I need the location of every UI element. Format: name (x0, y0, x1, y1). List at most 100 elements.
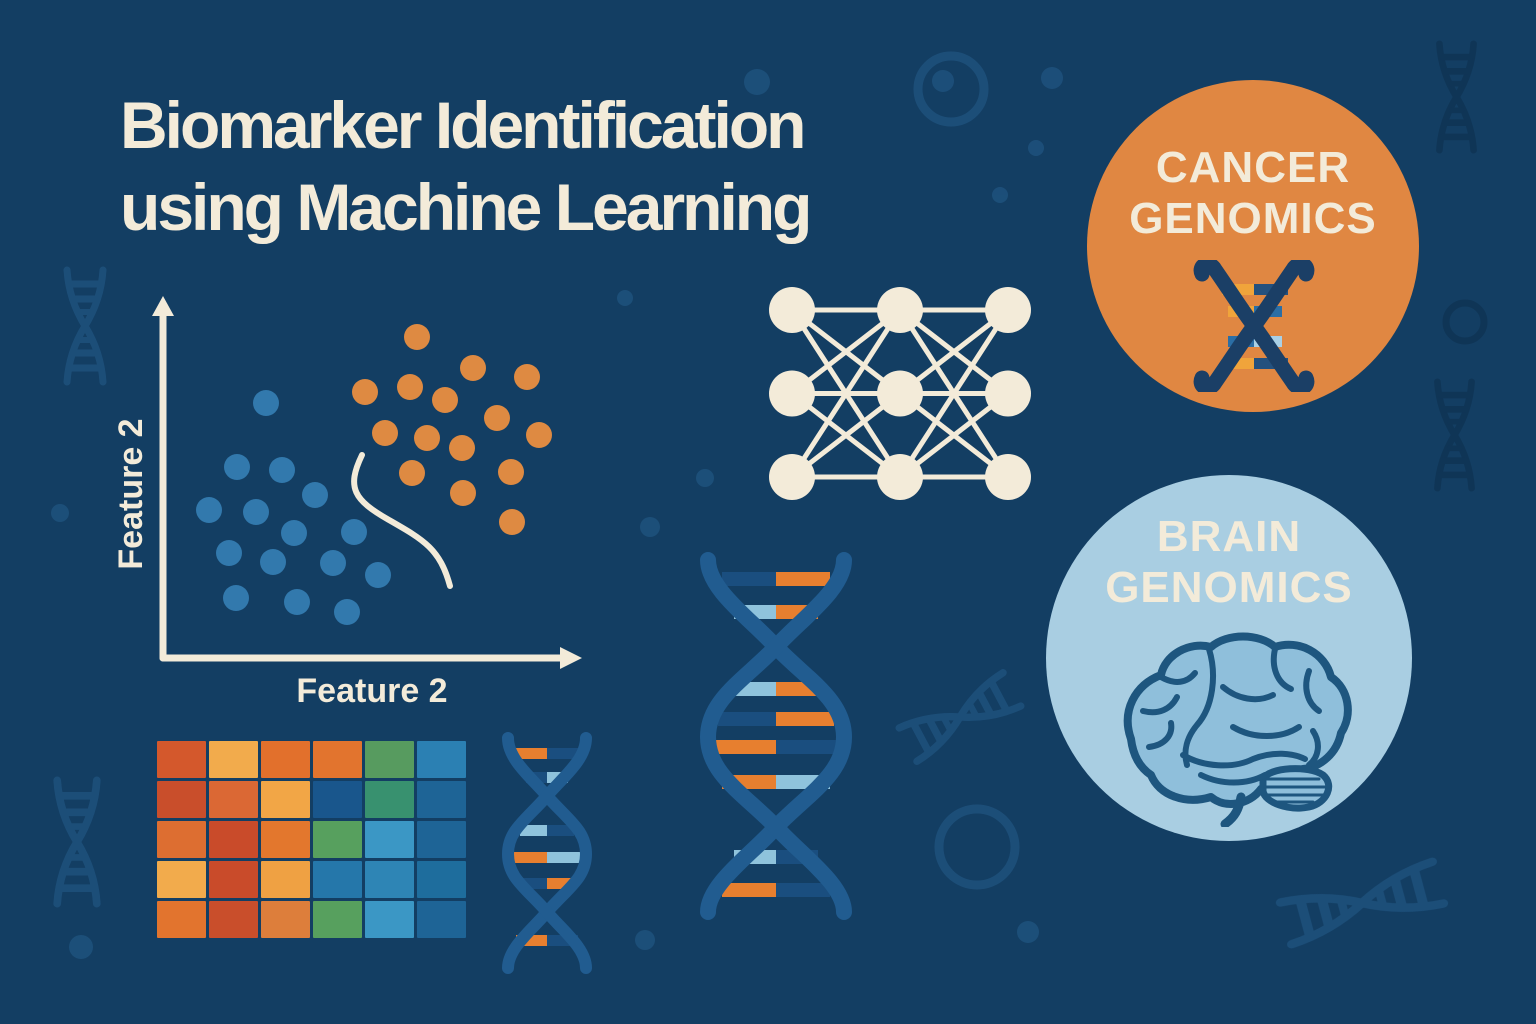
badge-cancer-line1: CANCER (1155, 143, 1351, 192)
nn-connection (897, 308, 1011, 479)
orange-cluster-point (432, 387, 458, 413)
page-title: Biomarker Identification using Machine L… (120, 84, 812, 248)
heatmap-cell (417, 741, 466, 778)
dna-rungs (510, 748, 584, 946)
nn-node (985, 454, 1031, 500)
title-line-2: using Machine Learning (120, 170, 812, 244)
blue-cluster-point (243, 499, 269, 525)
x-axis-label: Feature 2 (296, 672, 448, 710)
orange-cluster-point (399, 460, 425, 486)
heatmap-cell (313, 821, 362, 858)
heatmap-cell (209, 781, 258, 818)
scatter-plot: Feature 2 Feature 2 (100, 292, 590, 712)
nn-node (769, 454, 815, 500)
blue-cluster-point (253, 390, 279, 416)
dna-strands (1193, 260, 1315, 392)
heatmap-cell (313, 861, 362, 898)
heatmap-cell (209, 821, 258, 858)
nn-node (877, 287, 923, 333)
heatmap-cell (313, 741, 362, 778)
heatmap-cell (157, 861, 206, 898)
nn-node (769, 287, 815, 333)
orange-cluster-point (484, 405, 510, 431)
scatter-plot-svg (152, 296, 582, 669)
title-line-1: Biomarker Identification (120, 88, 807, 162)
neural-network-diagram (769, 287, 1031, 500)
heatmap-cell (417, 781, 466, 818)
heatmap-cell (209, 741, 258, 778)
blue-cluster-point (216, 540, 242, 566)
heatmap-cell (157, 741, 206, 778)
heatmap-cell (157, 901, 206, 938)
orange-cluster-point (498, 459, 524, 485)
blue-cluster-point (224, 454, 250, 480)
heatmap-cell (261, 821, 310, 858)
orange-cluster-point (404, 324, 430, 350)
blue-cluster-point (281, 520, 307, 546)
brain-icon (1123, 632, 1352, 827)
nn-connection (789, 308, 903, 479)
dna-icon (1193, 260, 1315, 392)
heatmap-cell (417, 821, 466, 858)
orange-cluster-point (499, 509, 525, 535)
cerebellum-lines (1263, 777, 1327, 804)
badge-cancer-line2: GENOMICS (1129, 194, 1377, 243)
heatmap-cell (365, 821, 414, 858)
deco-dna-dark (1437, 44, 1488, 488)
heatmap-cell (157, 821, 206, 858)
heatmap-cell (365, 741, 414, 778)
heatmap-cell (313, 781, 362, 818)
heatmap-cell (209, 901, 258, 938)
heatmap-cell (261, 861, 310, 898)
blue-cluster-point (223, 585, 249, 611)
heatmap-cell (417, 901, 466, 938)
badge-brain-text: BRAIN GENOMICS (1046, 511, 1412, 613)
nn-node (877, 370, 923, 417)
blue-cluster-point (341, 519, 367, 545)
badge-brain-genomics: BRAIN GENOMICS (1046, 475, 1412, 841)
blue-cluster-point (260, 549, 286, 575)
decision-boundary-curve (351, 452, 453, 589)
orange-cluster-point (352, 379, 378, 405)
nn-node (877, 454, 923, 500)
deco-dots (51, 67, 1063, 959)
orange-cluster-point (460, 355, 486, 381)
blue-cluster-point (196, 497, 222, 523)
dna-strands (501, 732, 593, 974)
blue-cluster-point (284, 589, 310, 615)
blue-cluster-point (365, 562, 391, 588)
dna-helix-small (501, 732, 593, 974)
blue-cluster-point (302, 482, 328, 508)
orange-cluster-point (450, 480, 476, 506)
dna-rungs (712, 572, 840, 897)
heatmap-cell (261, 741, 310, 778)
scatter-axes (159, 310, 566, 662)
badge-brain-line2: GENOMICS (1105, 563, 1353, 612)
y-axis-label: Feature 2 (112, 418, 150, 570)
heatmap-cell (313, 901, 362, 938)
nn-node (985, 287, 1031, 333)
orange-cluster-point (449, 435, 475, 461)
heatmap (157, 741, 466, 938)
blue-cluster-point (334, 599, 360, 625)
brain-stem (1220, 792, 1246, 827)
dna-strands (699, 552, 853, 920)
heatmap-cell (365, 901, 414, 938)
brain-folds (1140, 646, 1322, 786)
axis-arrowheads (152, 296, 582, 669)
heatmap-cell (261, 901, 310, 938)
dna-helix-large (699, 552, 853, 920)
deco-dna-light (57, 51, 1443, 944)
badge-cancer-text: CANCER GENOMICS (1087, 142, 1419, 244)
badge-cancer-genomics: CANCER GENOMICS (1087, 80, 1419, 412)
heatmap-cell (365, 861, 414, 898)
orange-cluster-point (526, 422, 552, 448)
heatmap-cell (417, 861, 466, 898)
heatmap-cell (365, 781, 414, 818)
badge-brain-line1: BRAIN (1156, 512, 1302, 561)
nn-node (985, 370, 1031, 417)
heatmap-cell (157, 781, 206, 818)
nn-node (769, 370, 815, 417)
blue-cluster-point (269, 457, 295, 483)
